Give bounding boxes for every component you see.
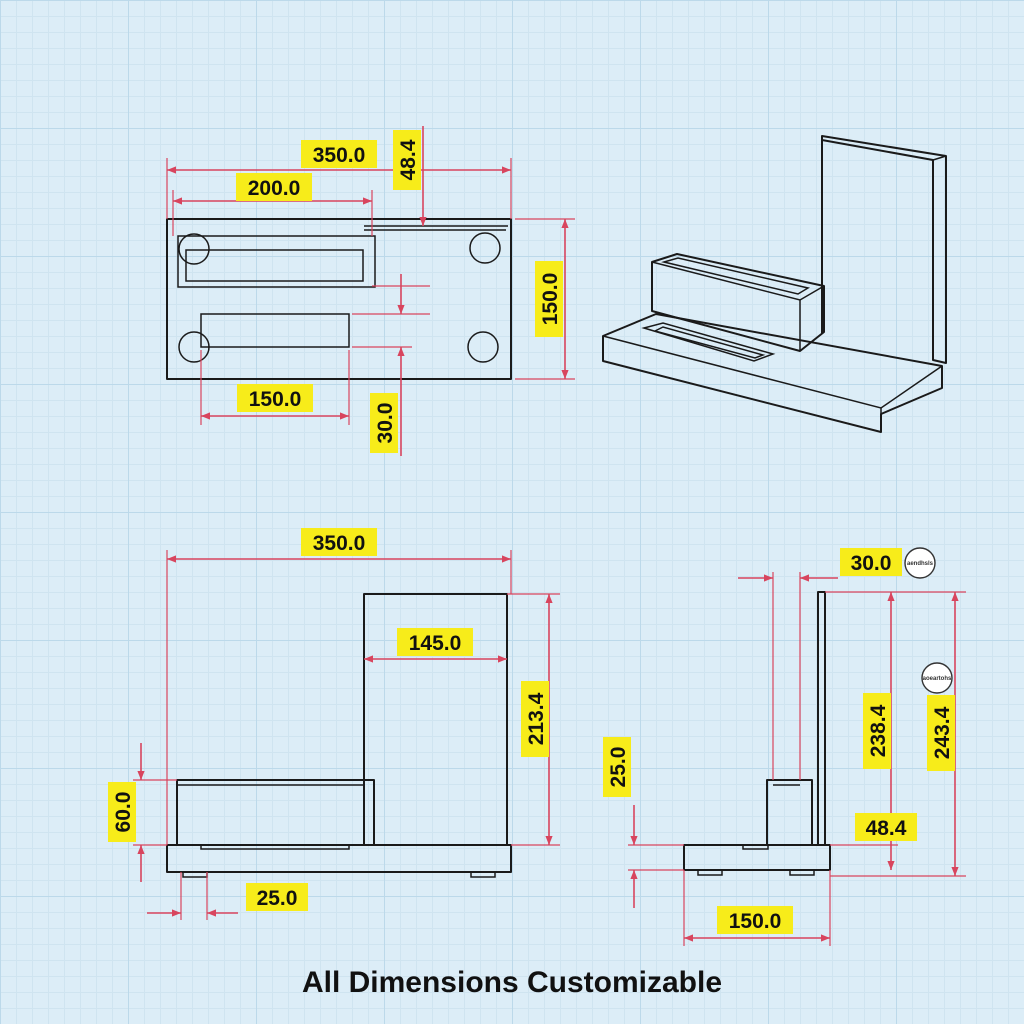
dim-top-slot-spacing: 30.0 [370,393,398,453]
dim-side-base-depth: 150.0 [717,906,793,934]
dim-front-box-height: 60.0 [108,782,136,842]
front-view-outline [166,593,512,878]
top-view-extension-lines [166,158,575,425]
top-view-dimension-lines [167,126,569,456]
front-view-dimension-lines [137,555,553,917]
svg-text:aoeartohs: aoeartohs [923,676,952,682]
svg-text:30.0: 30.0 [851,552,892,575]
svg-text:243.4: 243.4 [931,706,954,759]
svg-text:60.0: 60.0 [112,792,135,833]
isometric-view [602,135,947,433]
dim-front-overall-width: 350.0 [301,528,377,556]
dim-front-panel-width: 145.0 [397,628,473,656]
svg-text:150.0: 150.0 [729,910,782,933]
svg-text:350.0: 350.0 [313,144,366,167]
side-view: 30.0 aendhsls aoeartohs 238.4 243.4 25.0… [603,547,966,946]
dim-front-panel-height: 213.4 [521,681,549,757]
svg-text:200.0: 200.0 [248,177,301,200]
iso-box [651,253,825,352]
badge-top: aendhsls [904,547,936,579]
svg-text:238.4: 238.4 [867,704,890,757]
dim-side-inner-height: 238.4 [863,693,891,769]
dim-side-box-height: 25.0 [603,737,631,797]
side-view-dimension-lines [630,574,959,942]
dim-front-foot-offset: 25.0 [246,883,308,911]
dim-side-total-height: 243.4 [927,695,955,771]
dim-side-panel-offset: 48.4 [855,813,917,841]
front-view-extension-lines [133,550,560,920]
iso-back-panel [821,135,947,364]
caption: All Dimensions Customizable [301,966,723,999]
svg-text:25.0: 25.0 [607,747,630,788]
top-view-outline [166,218,512,380]
top-view: 350.0 200.0 48.4 150.0 150.0 30.0 [166,126,575,456]
svg-text:48.4: 48.4 [397,139,420,180]
svg-text:48.4: 48.4 [866,817,907,840]
svg-text:350.0: 350.0 [313,532,366,555]
svg-text:150.0: 150.0 [249,388,302,411]
dim-top-lower-slot-width: 150.0 [237,384,313,412]
badge-side: aoeartohs [921,662,953,694]
svg-text:25.0: 25.0 [257,887,298,910]
svg-text:145.0: 145.0 [409,632,462,655]
side-view-extension-lines [628,572,966,946]
dim-top-depth: 150.0 [535,261,563,337]
dim-side-panel-thickness: 30.0 [840,548,902,576]
dim-top-offset: 48.4 [393,130,421,190]
svg-text:30.0: 30.0 [374,403,397,444]
svg-text:aendhsls: aendhsls [907,561,934,567]
svg-text:150.0: 150.0 [539,273,562,326]
iso-base [602,313,943,433]
svg-text:213.4: 213.4 [525,692,548,745]
side-view-outline [683,591,831,876]
dim-top-overall-width: 350.0 [301,140,377,168]
dim-top-slot-width: 200.0 [236,173,312,201]
front-view: 350.0 145.0 213.4 60.0 25.0 [108,528,560,920]
